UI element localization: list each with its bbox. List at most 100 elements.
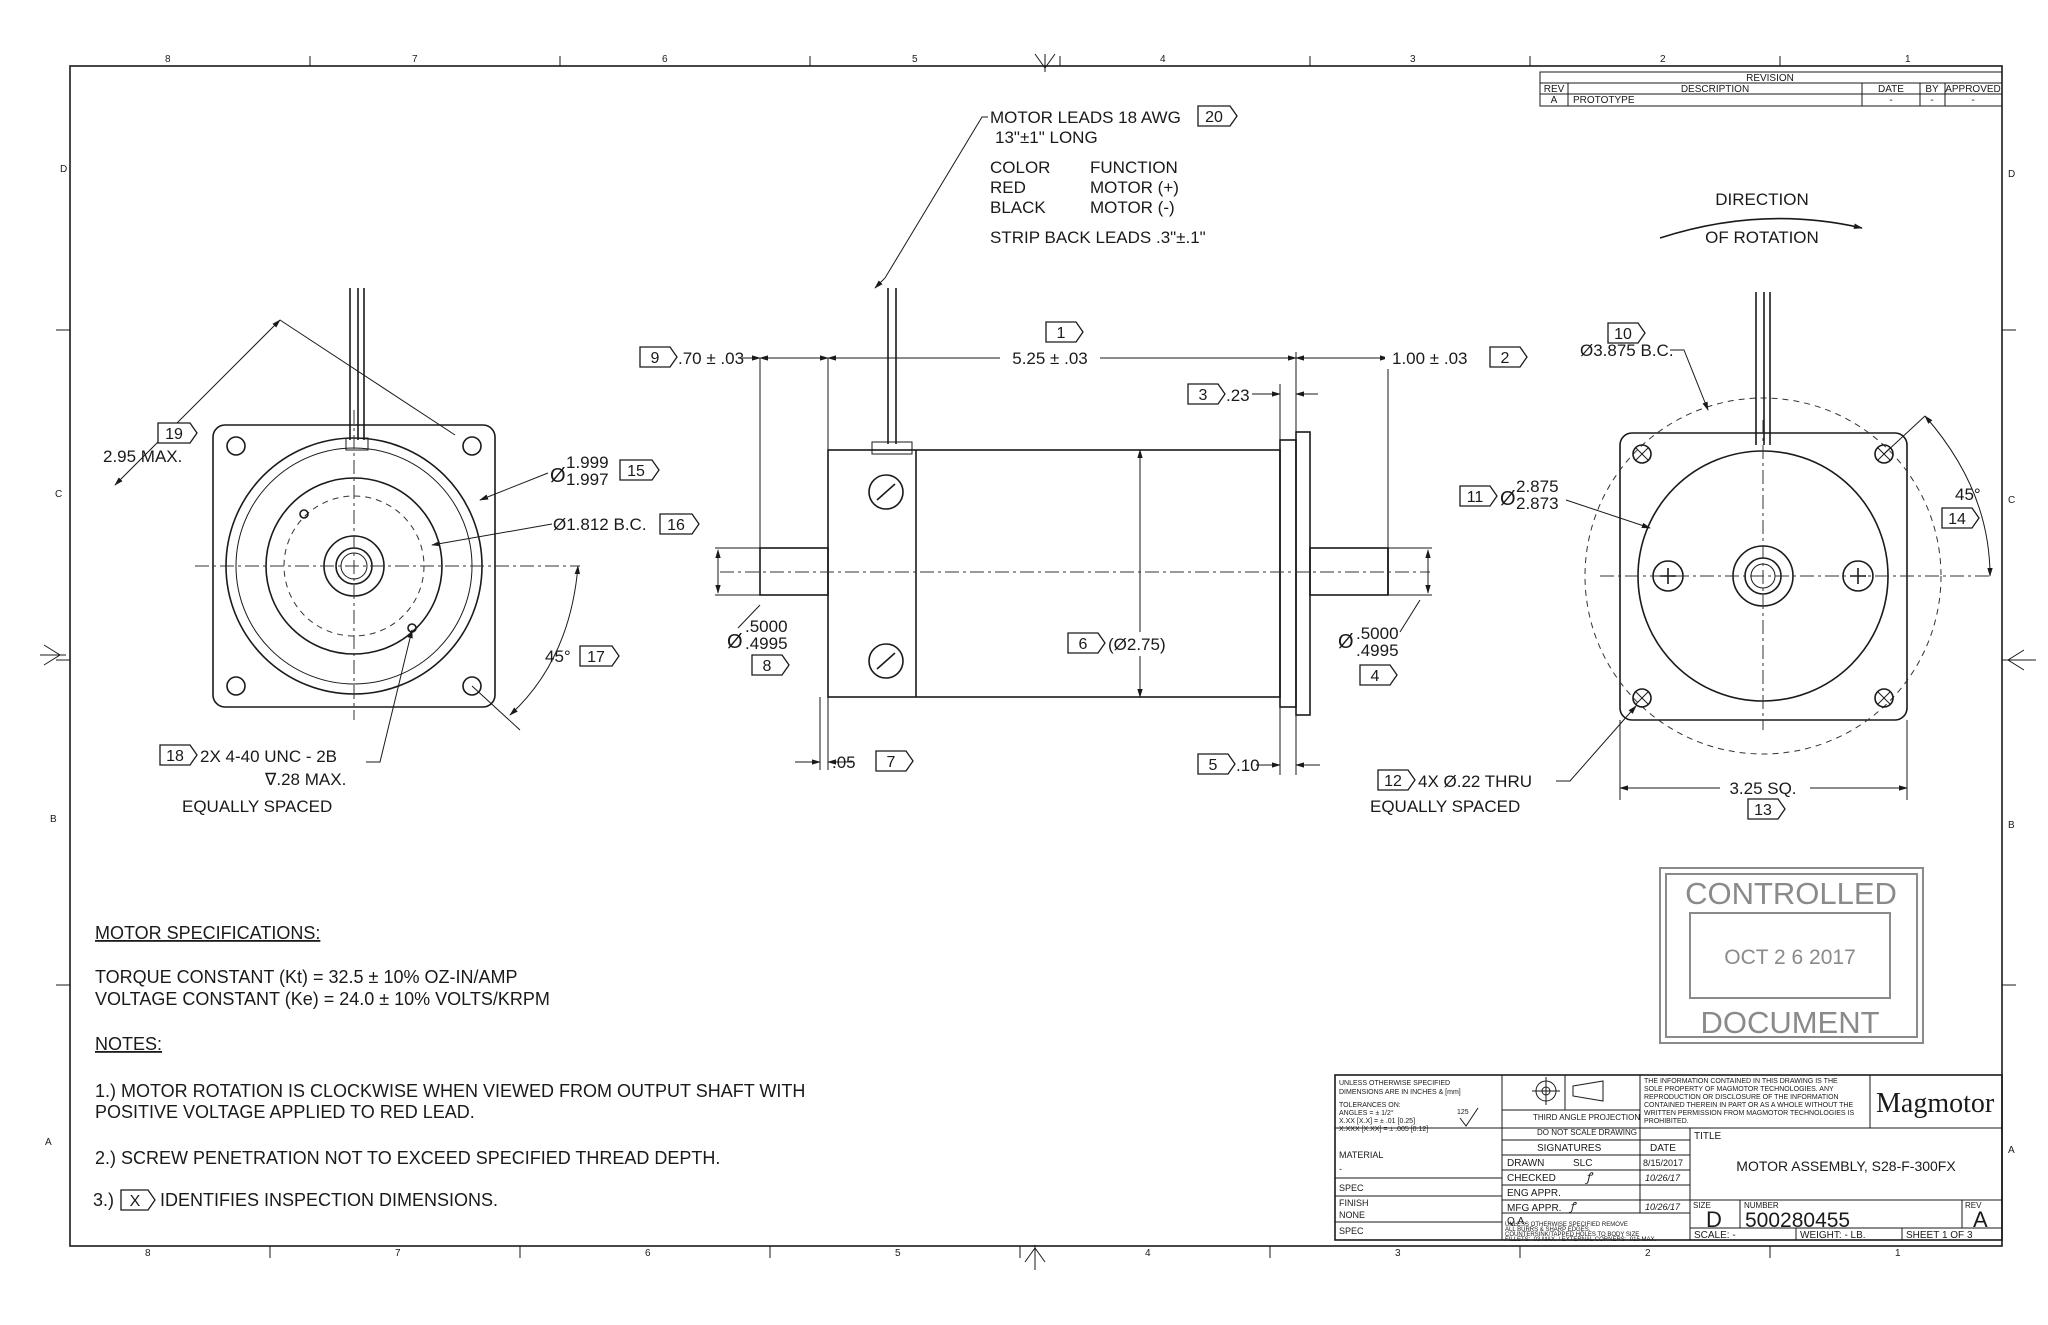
leads-function-header: FUNCTION [1090,158,1178,177]
tag-3: 3 [1199,387,1208,404]
left-end-view: 19 2.95 MAX. Ø 1.999 1.997 15 Ø1.812 B.C… [103,288,700,816]
zone-bottom-6: 6 [645,1248,651,1259]
tb-title-label: TITLE [1694,1131,1722,1142]
rev-row-date: - [1889,95,1892,106]
zone-bottom-4: 4 [1145,1248,1151,1259]
tag-17: 17 [587,649,605,666]
zone-top-2: 2 [1660,54,1666,65]
tag-20-box [1197,105,1238,127]
tb-number: 500280455 [1745,1209,1850,1232]
tb-material-label: MATERIAL [1339,1150,1383,1160]
rotation-line1: DIRECTION [1715,190,1809,209]
tb-eng-label: ENG APPR. [1507,1188,1561,1199]
dim-flange-pilot: .10 [1236,756,1260,775]
side-view: 1 5.25 ± .03 9 .70 ± .03 1.00 ± .03 2 3 … [639,288,1528,775]
tb-unless1: UNLESS OTHERWISE SPECIFIED [1339,1080,1450,1087]
angle-right: 45° [1955,485,1981,504]
tag-10: 10 [1614,326,1632,343]
zone-top-4: 4 [1160,54,1166,65]
tb-title: MOTOR ASSEMBLY, S28-F-300FX [1736,1158,1956,1174]
rev-header-date: DATE [1878,84,1904,95]
rev-header-rev: REV [1544,84,1565,95]
angle-left: 45° [545,647,571,666]
rev-header-approved: APPROVED [1945,84,2001,95]
zone-right-b: B [2008,820,2015,831]
tb-dont-scale: DO NOT SCALE DRAWING [1537,1128,1637,1137]
dim-square: 3.25 SQ. [1729,779,1796,798]
zone-right-c: C [2008,495,2015,506]
spec-voltage: VOLTAGE CONSTANT (Ke) = 24.0 ± 10% VOLTS… [95,989,550,1009]
tb-finish: NONE [1339,1210,1365,1220]
tb-checked-initials: ꝭ [1585,1170,1594,1184]
spec-torque: TORQUE CONSTANT (Kt) = 32.5 ± 10% OZ-IN/… [95,967,517,987]
leads-black-function: MOTOR (-) [1090,198,1175,217]
tag-13: 13 [1754,802,1772,819]
tb-prop1: THE INFORMATION CONTAINED IN THIS DRAWIN… [1644,1078,1838,1085]
leads-strip: STRIP BACK LEADS .3"±.1" [990,228,1206,247]
tb-finish-label: FINISH [1339,1198,1369,1208]
shaft-left-top: .5000 [745,617,788,636]
tb-prop6: PROHIBITED. [1644,1118,1689,1125]
tb-scale: SCALE: - [1694,1230,1736,1241]
third-angle-icon [1532,1077,1604,1105]
tb-rev: A [1973,1207,1988,1232]
rotation-note: DIRECTION OF ROTATION [1659,190,1863,247]
tb-tol3: X.XXX [X.XX] = ± .005 [0.12] [1339,1126,1428,1133]
tb-mfg-label: MFG APPR. [1507,1203,1561,1214]
tb-finish-symbol: 125 [1457,1109,1469,1116]
tb-third-angle: THIRD ANGLE PROJECTION [1533,1113,1640,1122]
rev-row-description: PROTOTYPE [1573,95,1635,106]
zone-top-7: 7 [412,54,418,65]
tb-burr2: ALL BURRS & SHARP EDGES. [1505,1227,1591,1233]
note-3: IDENTIFIES INSPECTION DIMENSIONS. [160,1190,498,1210]
pilot-bot-right: 2.873 [1516,494,1559,513]
tb-size-label: SIZE [1693,1201,1711,1210]
stamp-controlled: CONTROLLED [1685,876,1897,911]
tb-material: - [1339,1164,1342,1174]
specs-and-notes: MOTOR SPECIFICATIONS: TORQUE CONSTANT (K… [93,923,805,1211]
notes-heading: NOTES: [95,1034,162,1054]
tag-7: 7 [887,754,896,771]
dim-body-diameter: (Ø2.75) [1108,635,1166,654]
tb-burr1: UNLESS OTHERWISE SPECIFIED REMOVE [1505,1222,1628,1228]
tag-20: 20 [1205,109,1223,126]
note-1b: POSITIVE VOLTAGE APPLIED TO RED LEAD. [95,1102,475,1122]
shaft-left-bot: .4995 [745,634,788,653]
dim-bolt-circle-right: Ø3.875 B.C. [1580,341,1674,360]
zone-bottom-7: 7 [395,1248,401,1259]
tag-1: 1 [1057,325,1066,342]
pilot-top-left: 1.999 [566,453,609,472]
zone-bottom-8: 8 [145,1248,151,1259]
rev-header-description: DESCRIPTION [1681,84,1749,95]
tb-number-label: NUMBER [1744,1201,1779,1210]
dim-body-length: 5.25 ± .03 [1012,349,1088,368]
zone-bottom-1: 1 [1895,1248,1901,1259]
note-3-prefix: 3.) [93,1190,114,1210]
shaft-right-bot: .4995 [1356,641,1399,660]
leads-title: MOTOR LEADS 18 AWG [990,108,1181,127]
tb-burr3: COUNTERSINK/TAPPED HOLES TO BODY SIZE [1505,1232,1639,1238]
pilot-bot-left: 1.997 [566,470,609,489]
zone-left-a: A [45,1137,52,1148]
stamp-date: OCT 2 6 2017 [1724,946,1856,969]
tb-burr4: FILLETS: .03 MAX. / EXTERNAL CORNERS: .0… [1505,1237,1656,1243]
rev-row-by: - [1930,95,1933,106]
title-block: UNLESS OTHERWISE SPECIFIED DIMENSIONS AR… [1334,1074,2003,1243]
rev-row-approved: - [1971,95,1974,106]
leads-color-header: COLOR [990,158,1050,177]
rotation-line2: OF ROTATION [1705,228,1819,247]
zone-bottom-2: 2 [1645,1248,1651,1259]
dim-thread: 2X 4-40 UNC - 2B [200,747,337,766]
dim-front-shaft: 1.00 ± .03 [1392,349,1468,368]
tb-rev-label: REV [1965,1201,1982,1210]
tb-spec2-label: SPEC [1339,1226,1364,1236]
tag-12: 12 [1384,773,1402,790]
rev-row-rev: A [1551,95,1558,106]
zone-top-1: 1 [1905,54,1911,65]
pilot-prefix-left: Ø [550,465,566,487]
dim-diagonal: 2.95 MAX. [103,447,182,466]
tb-drawn-label: DRAWN [1507,1158,1544,1169]
tag-5: 5 [1209,757,1218,774]
dim-thread-depth: ∇.28 MAX. [264,770,346,789]
thread-spacing: EQUALLY SPACED [182,797,332,816]
